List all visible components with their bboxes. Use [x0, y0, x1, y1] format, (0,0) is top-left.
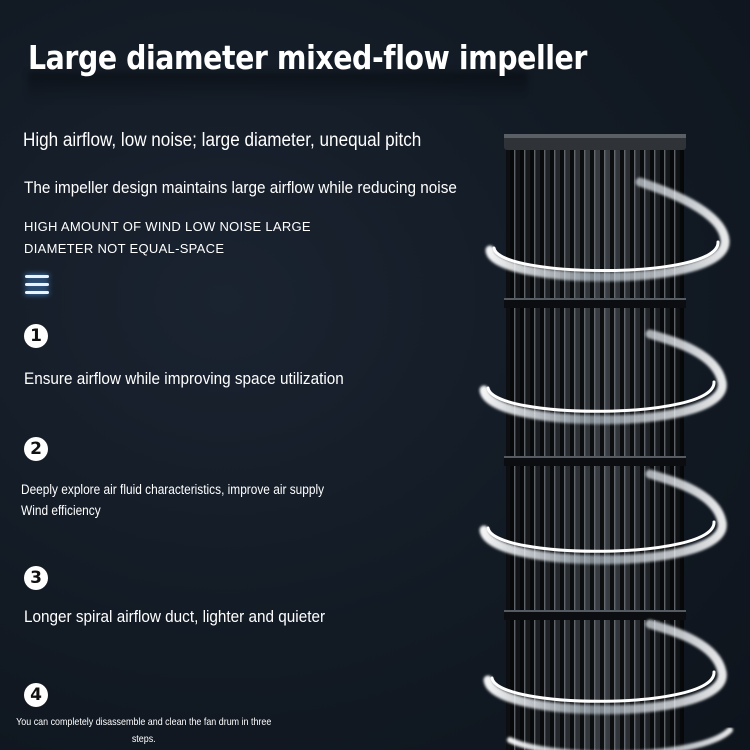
feature-number-4: 4 — [24, 683, 48, 707]
feature-4-text-line-2: steps. — [131, 733, 156, 745]
feature-2-text-line-1: Deeply explore air fluid characteristics… — [21, 482, 325, 497]
menu-icon — [25, 275, 49, 295]
intro-headline: High airflow, low noise; large diameter,… — [23, 130, 422, 151]
fan-impeller-image — [479, 134, 733, 750]
page-title: Large diameter mixed-flow impeller — [28, 38, 587, 77]
feature-1-text: Ensure airflow while improving space uti… — [24, 369, 344, 388]
feature-number-2: 2 — [24, 437, 48, 461]
feature-2-text-line-2: Wind efficiency — [21, 503, 101, 518]
feature-number-3: 3 — [24, 566, 48, 590]
intro-caps-line-2: DIAMETER NOT EQUAL-SPACE — [24, 241, 225, 256]
feature-3-text: Longer spiral airflow duct, lighter and … — [24, 607, 326, 626]
feature-number-1: 1 — [24, 324, 48, 348]
intro-caps-line-1: HIGH AMOUNT OF WIND LOW NOISE LARGE — [24, 219, 311, 234]
intro-description: The impeller design maintains large airf… — [24, 178, 457, 197]
feature-4-text-line-1: You can completely disassemble and clean… — [16, 716, 272, 728]
title-shadow — [28, 72, 528, 102]
